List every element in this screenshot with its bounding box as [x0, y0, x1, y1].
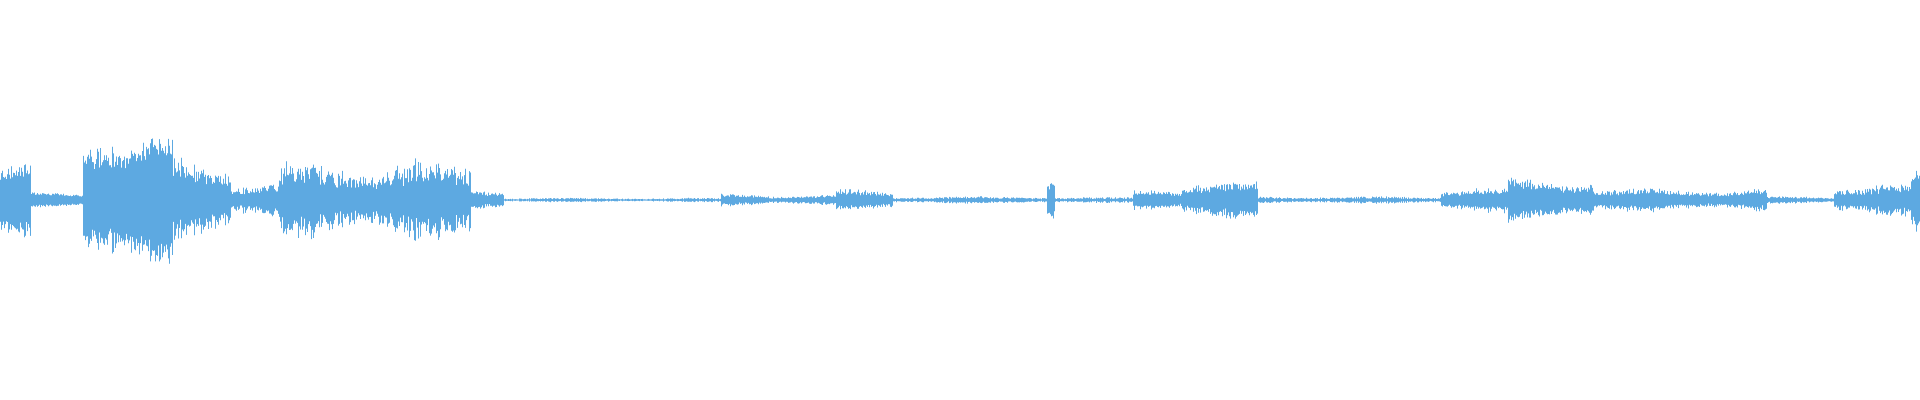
- waveform-trace: [0, 138, 1920, 264]
